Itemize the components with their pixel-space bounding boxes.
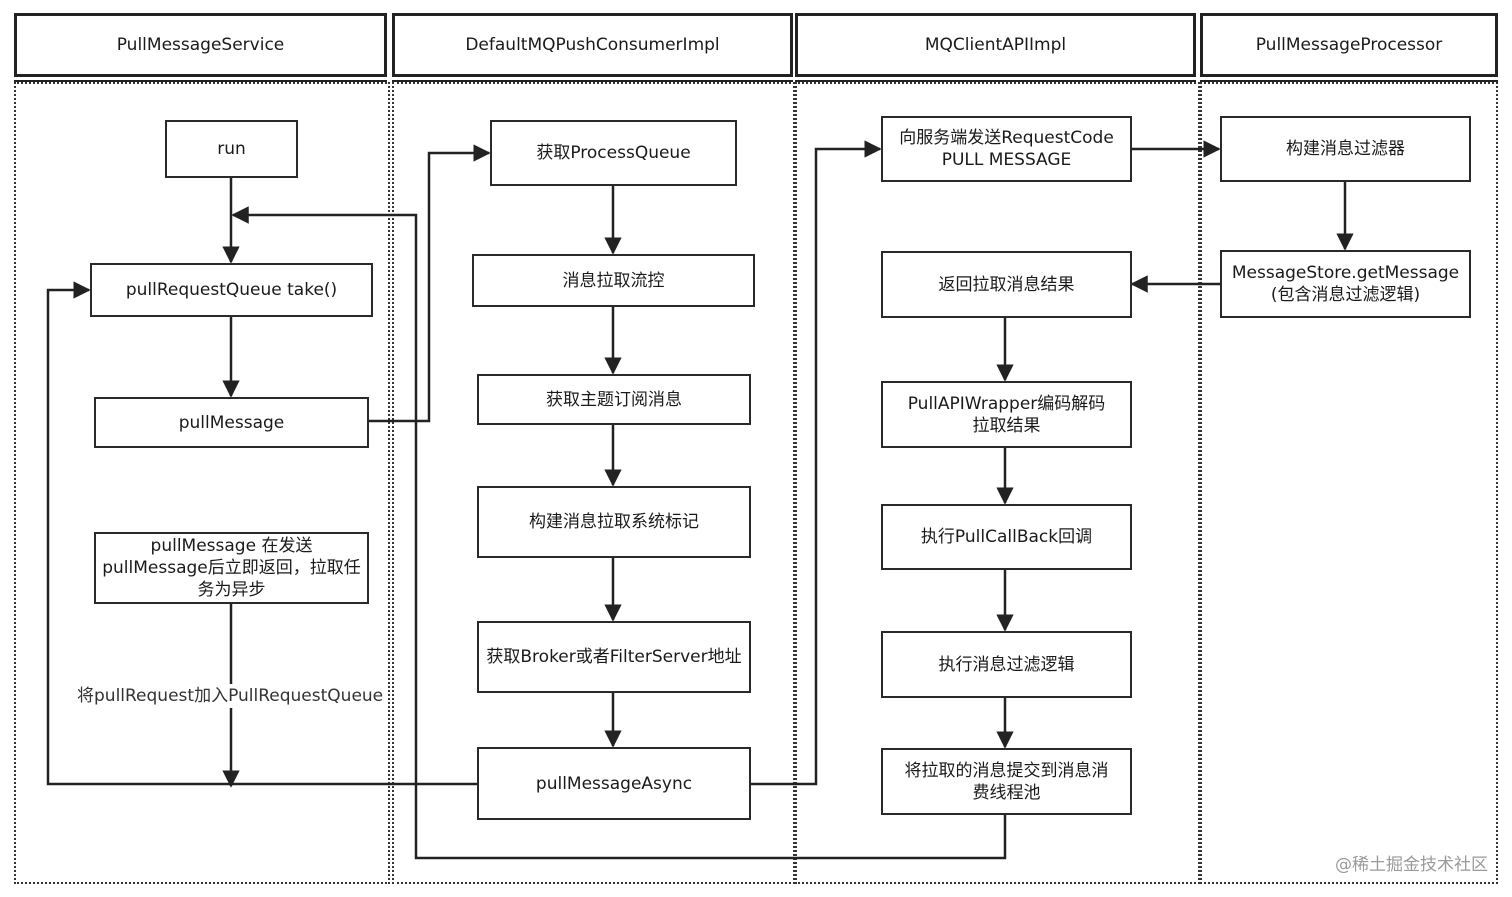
node-get-subscription: 获取主题订阅消息 (477, 374, 751, 425)
node-get-process-queue: 获取ProcessQueue (490, 120, 737, 186)
lane-header-mq-client-api-impl: MQClientAPIImpl (795, 13, 1196, 82)
node-pull-callback: 执行PullCallBack回调 (881, 504, 1132, 570)
node-message-store-get-message: MessageStore.getMessage(包含消息过滤逻辑) (1220, 250, 1471, 318)
node-pull-request-queue-take: pullRequestQueue take() (90, 263, 373, 317)
node-build-message-filter: 构建消息过滤器 (1220, 116, 1471, 182)
edge-label-requeue: 将pullRequest加入PullRequestQueue (77, 685, 384, 707)
lane-pull-message-service (14, 82, 390, 884)
node-pull-message: pullMessage (94, 397, 369, 448)
lane-header-push-consumer-impl: DefaultMQPushConsumerImpl (392, 13, 793, 82)
node-wrapper-decode: PullAPIWrapper编码解码拉取结果 (881, 381, 1132, 448)
node-get-broker-address: 获取Broker或者FilterServer地址 (477, 621, 751, 693)
node-filter-logic: 执行消息过滤逻辑 (881, 631, 1132, 698)
node-submit-consume-pool: 将拉取的消息提交到消息消费线程池 (881, 748, 1132, 815)
node-async-note: pullMessage 在发送pullMessage后立即返回，拉取任务为异步 (94, 532, 369, 604)
lane-header-pull-message-service: PullMessageService (14, 13, 387, 82)
node-pull-message-async: pullMessageAsync (477, 747, 751, 820)
node-build-sys-flag: 构建消息拉取系统标记 (477, 486, 751, 558)
lane-header-pull-message-processor: PullMessageProcessor (1200, 13, 1498, 82)
watermark: @稀土掘金技术社区 (1335, 855, 1488, 875)
node-run: run (165, 120, 298, 178)
lane-pull-message-processor (1200, 82, 1498, 884)
node-return-pull-result: 返回拉取消息结果 (881, 251, 1132, 318)
node-send-pull-request: 向服务端发送RequestCode PULL MESSAGE (881, 116, 1132, 182)
node-flow-control: 消息拉取流控 (472, 254, 755, 307)
